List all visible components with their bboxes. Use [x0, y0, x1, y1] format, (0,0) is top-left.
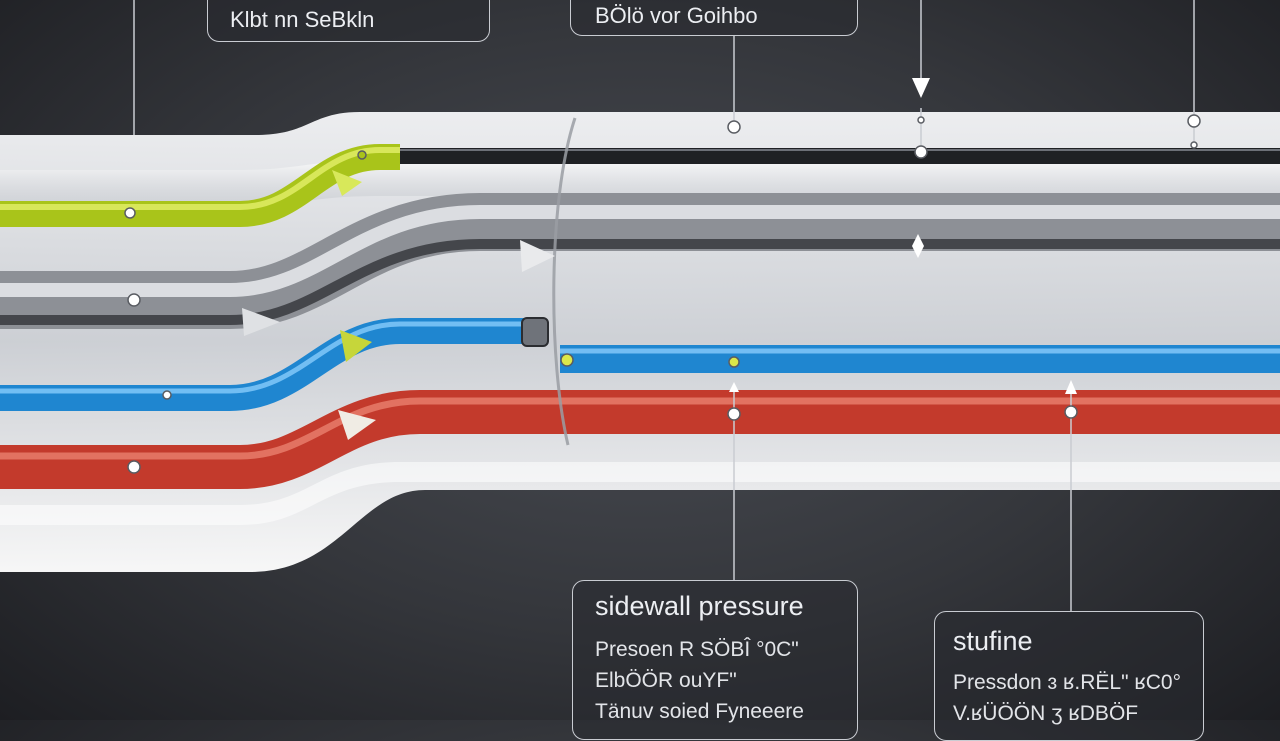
callout-bottom-left-line-1: Presoen R SÖBÎ °0C": [595, 638, 799, 661]
callout-top-left: Klbt nn SeBkln: [207, 0, 490, 42]
flow-arrow-red: [338, 410, 376, 440]
callout-bottom-right-line-1: Pressdon ɜ ʁ.RËL" ʁC0°: [953, 671, 1181, 694]
callout-top-middle-title: BÖlö vor Goihbo: [595, 3, 758, 28]
marker-dots: [124, 114, 1201, 474]
conduit-band-bottom: [0, 462, 1280, 525]
sleeve-divider: [552, 117, 577, 446]
flow-arrow-right: [912, 234, 924, 258]
flow-arrow-yellow: [332, 170, 362, 196]
flow-arrow-gray-lower: [242, 308, 280, 336]
pipe-diagram: [0, 0, 1280, 611]
yellow-green-pipe: [0, 144, 400, 227]
callout-stufine: stufine Pressdon ɜ ʁ.RËL" ʁC0° V.ʁÜÖÖN ʒ…: [934, 611, 1204, 741]
callout-bottom-left-line-2: ElbÖÖR ouYF": [595, 669, 737, 692]
flow-arrow-blue: [340, 330, 372, 362]
blue-pipe-coupler: [521, 317, 549, 347]
blue-pipe: [0, 318, 530, 411]
callout-sidewall-pressure: sidewall pressure Presoen R SÖBÎ °0C" El…: [572, 580, 858, 740]
callout-bottom-right-line-2: V.ʁÜÖÖN ʒ ʁDBÖF: [953, 702, 1139, 725]
flow-arrow-gray-upper: [520, 240, 555, 272]
callout-bottom-left-line-3: Tänuv soied Fyneeere: [595, 700, 804, 723]
red-pipe: [0, 390, 1280, 489]
gray-pipe: [0, 193, 1280, 329]
callout-bottom-left-title: sidewall pressure: [595, 591, 804, 621]
callout-bottom-right-title: stufine: [953, 626, 1033, 656]
callout-top-middle: BÖlö vor Goihbo: [570, 0, 858, 36]
callout-top-left-title: Klbt nn SeBkln: [230, 7, 375, 32]
